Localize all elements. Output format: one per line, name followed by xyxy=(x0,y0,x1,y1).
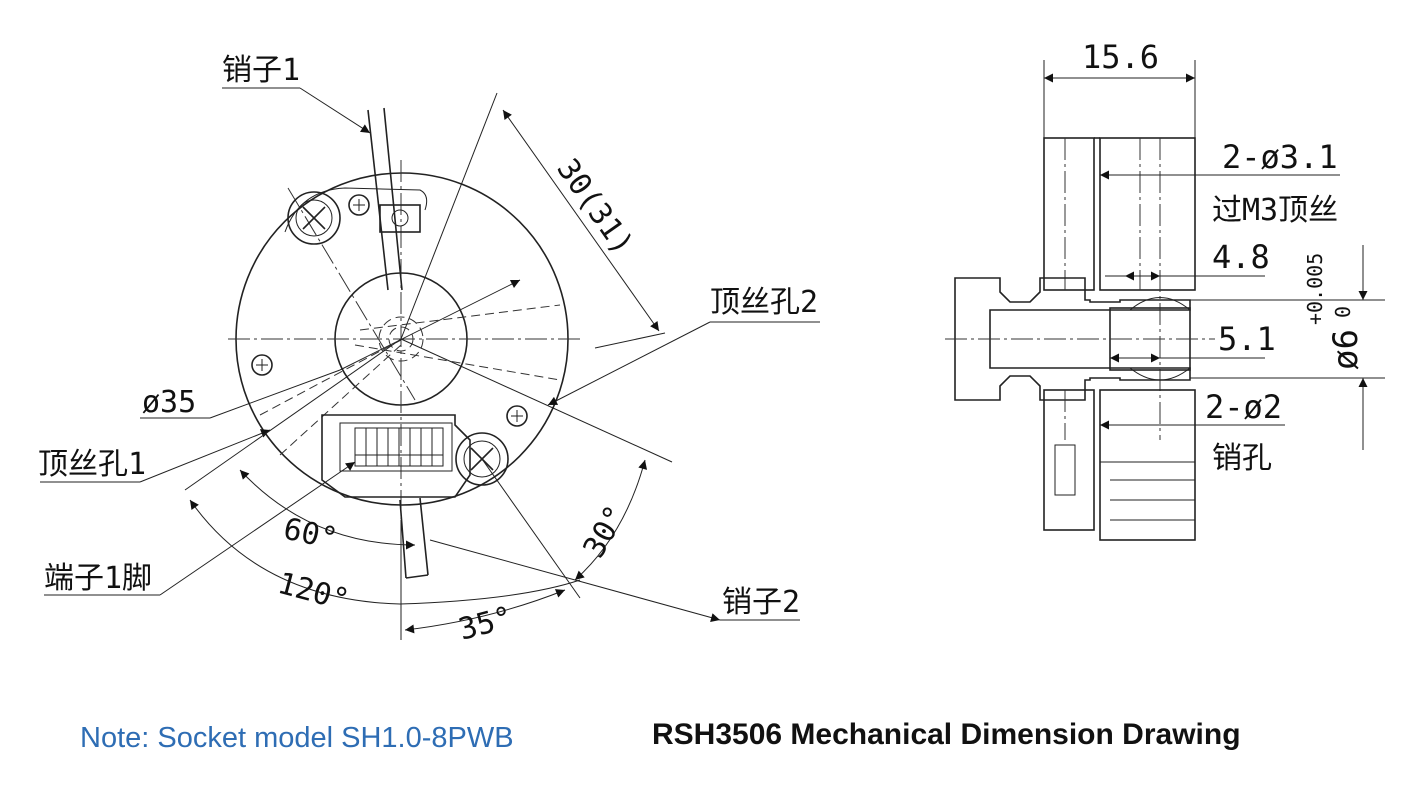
label-terminal-pin1: 端子1脚 xyxy=(44,561,152,596)
socket-note: Note: Socket model SH1.0-8PWB xyxy=(80,722,514,754)
dim-30-31-line xyxy=(502,109,660,332)
label-pin-hole: 销孔 xyxy=(1212,441,1272,476)
label-dia35: ø35 xyxy=(142,385,196,420)
connector-socket xyxy=(321,414,471,498)
setscrew-hole-small-2 xyxy=(251,354,273,376)
label-holes-3-1: 2-ø3.1 xyxy=(1222,138,1338,176)
label-angle-30: 30° xyxy=(577,500,634,564)
label-setscrew-hole1: 顶丝孔1 xyxy=(38,447,146,482)
flange-upper xyxy=(1043,137,1196,440)
label-dim-30-31: 30(31) xyxy=(549,153,640,262)
pin2-strip xyxy=(399,497,429,579)
label-holes-2: 2-ø2 xyxy=(1205,388,1282,426)
label-through-m3: 过M3顶丝 xyxy=(1212,193,1338,228)
setscrew-hole-small-3 xyxy=(506,405,528,427)
screw-top-left xyxy=(284,187,428,245)
label-setscrew-hole2: 顶丝孔2 xyxy=(710,285,818,320)
shaft-hub-section xyxy=(945,277,1215,401)
label-pin1: 销子1 xyxy=(222,53,300,88)
label-dim-4-8: 4.8 xyxy=(1212,238,1270,276)
label-angle-120: 120° xyxy=(274,566,353,619)
setscrew-hole-small-1 xyxy=(348,194,370,216)
label-tol-lower: 0 xyxy=(1331,306,1355,318)
label-angle-35: 35° xyxy=(455,600,516,648)
side-view: 15.6 xyxy=(945,38,1385,541)
label-angle-60: 60° xyxy=(280,512,340,558)
certification-mark xyxy=(379,204,421,233)
pin1-strip xyxy=(367,107,403,291)
angle-30-arc xyxy=(574,459,648,581)
drawing-title: RSH3506 Mechanical Dimension Drawing xyxy=(652,718,1241,751)
angle-60-arc xyxy=(239,469,416,550)
label-pin2: 销子2 xyxy=(722,585,800,620)
label-dim-15-6: 15.6 xyxy=(1082,38,1159,76)
label-shaft-dia: ø6 xyxy=(1326,329,1366,370)
front-view: 销子1 30(31) 顶丝孔2 ø35 顶丝孔1 60° 端子1脚 120° 3… xyxy=(38,53,820,648)
label-dim-5-1: 5.1 xyxy=(1218,320,1276,358)
label-tol-upper: +0.005 xyxy=(1303,253,1327,325)
flange-lower xyxy=(1043,389,1196,541)
angle-35-arc xyxy=(404,589,566,634)
